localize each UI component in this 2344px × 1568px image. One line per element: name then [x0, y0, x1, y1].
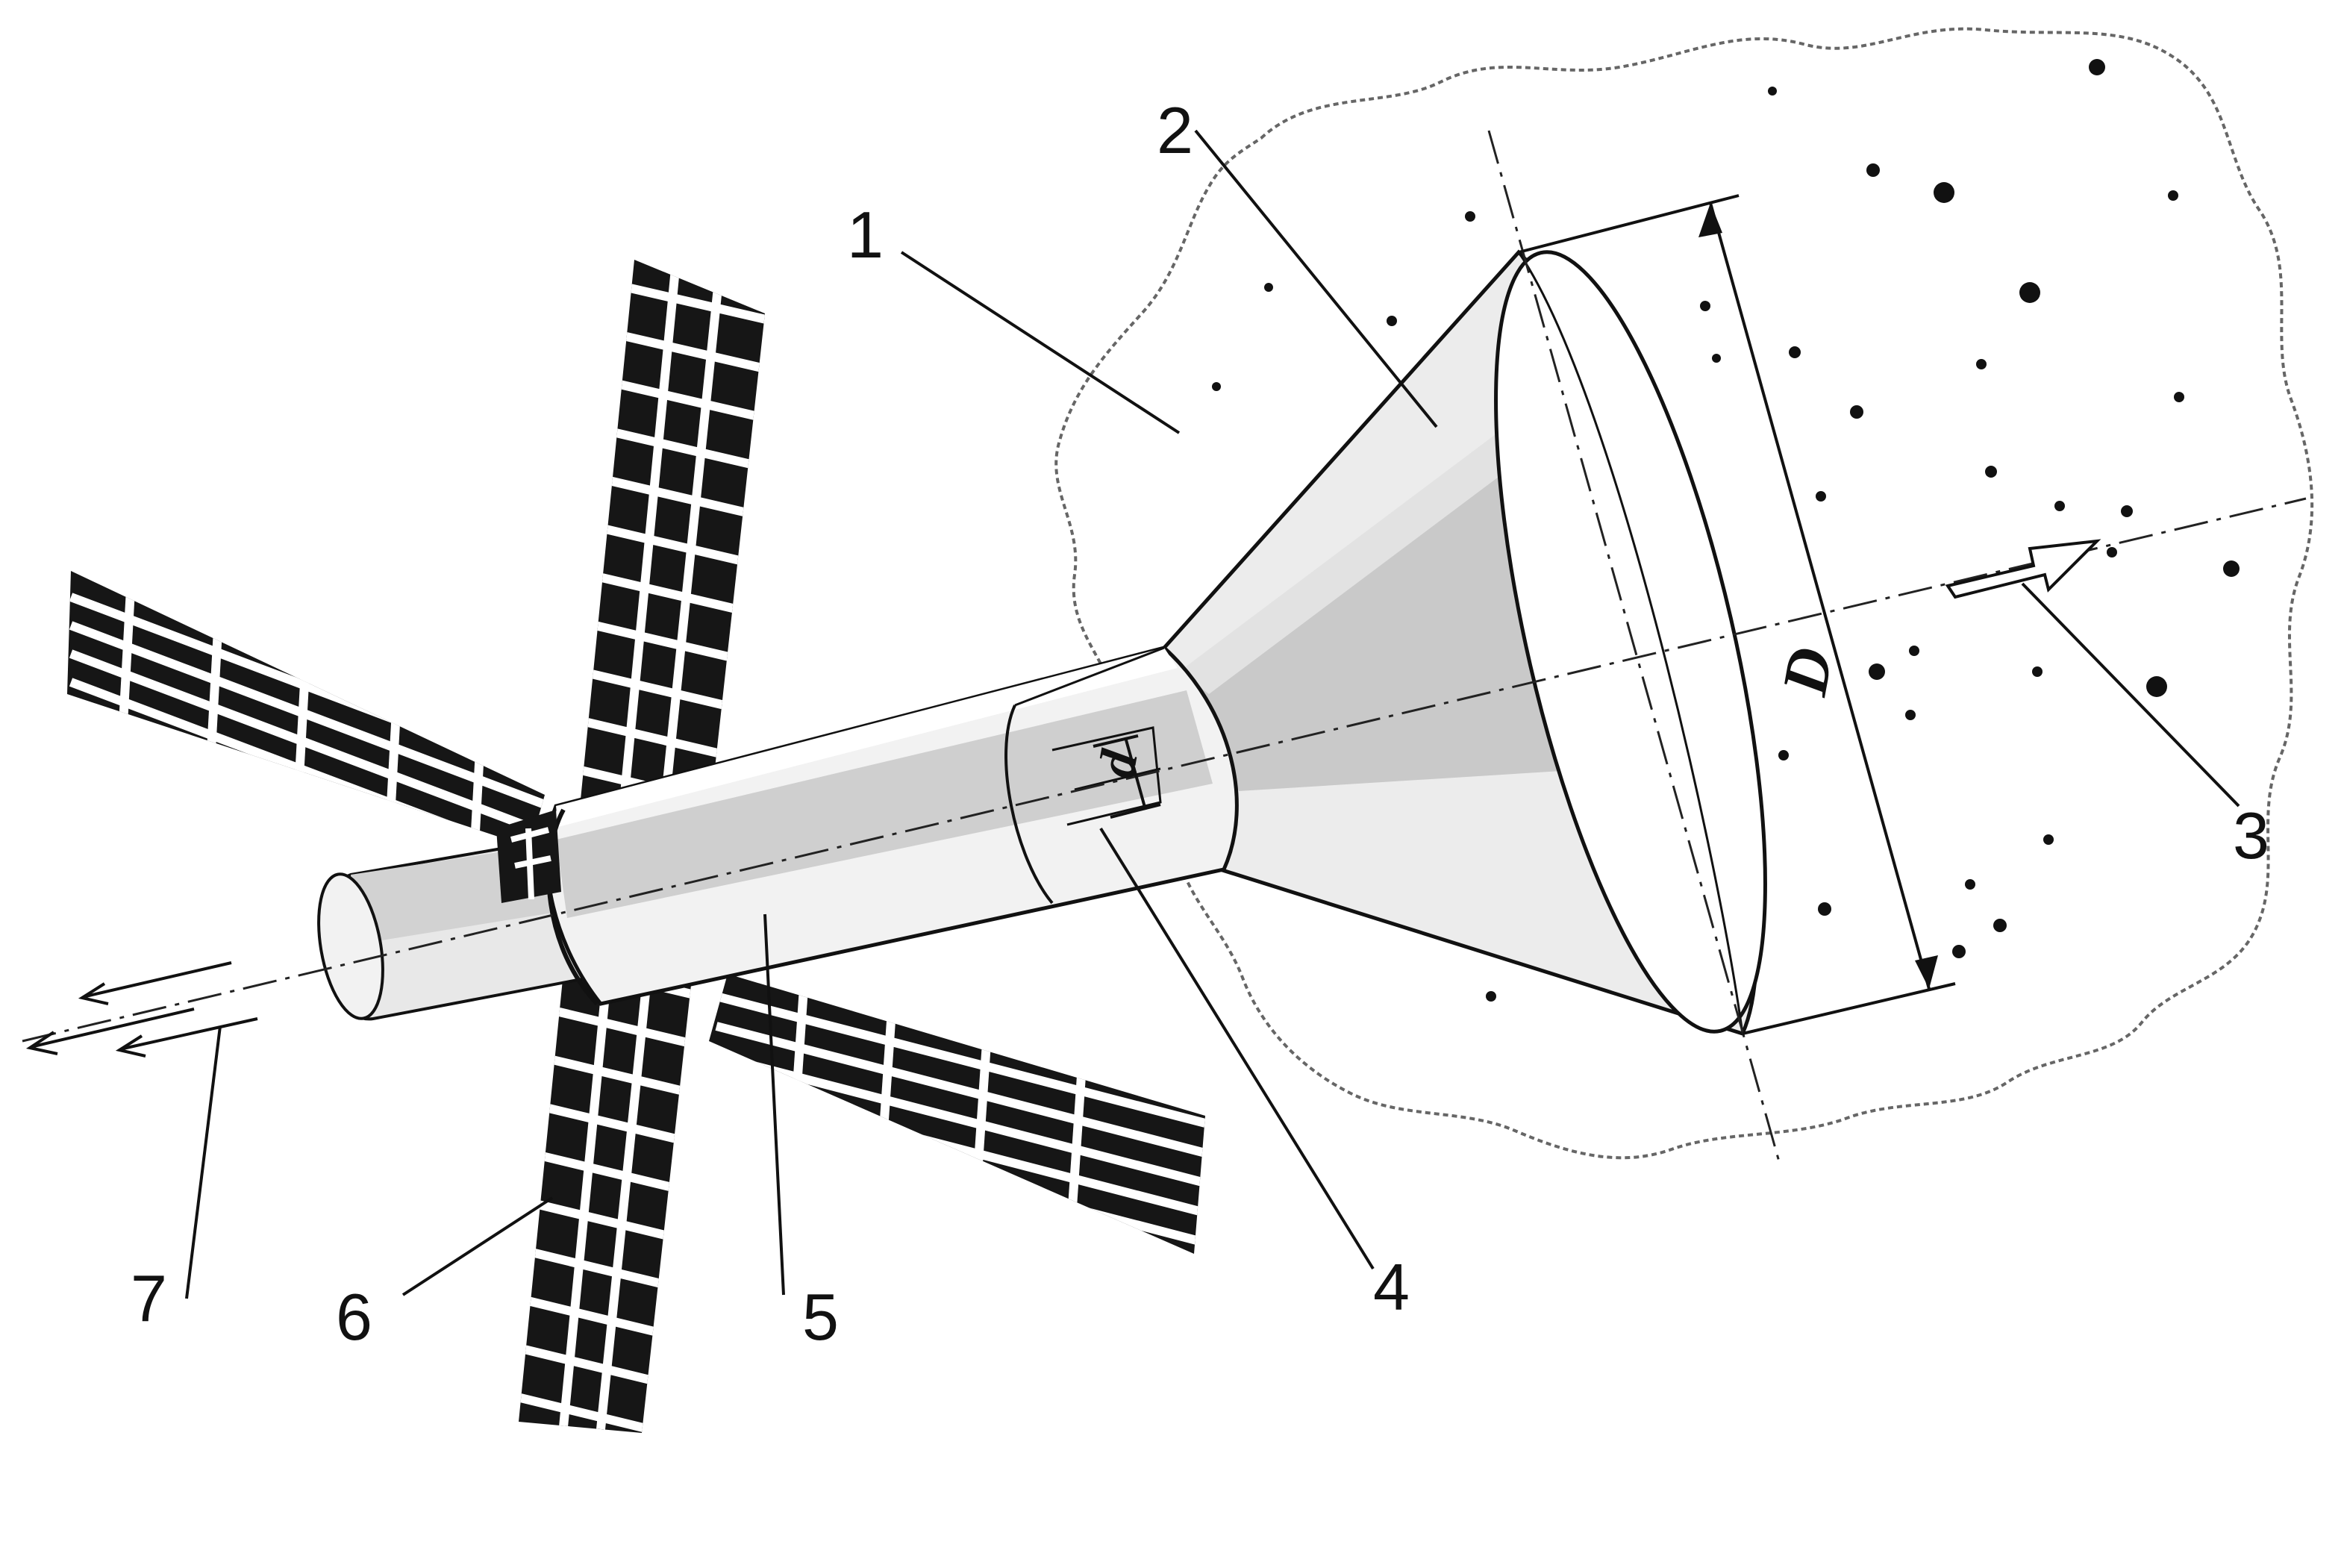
gas-particle	[2019, 282, 2040, 303]
cone-mouth-axis	[1487, 130, 1781, 1165]
exhaust-arrows	[25, 961, 258, 1058]
leader-6	[401, 1196, 554, 1296]
panel-cell-divider	[545, 1054, 688, 1096]
intake-throat	[1051, 726, 1162, 826]
gas-particle	[1869, 663, 1885, 680]
panel-cell-divider	[540, 1102, 683, 1145]
gas-particle	[1952, 945, 1966, 958]
leader-2	[1194, 129, 1438, 428]
leader-5	[763, 913, 785, 1296]
gas-particle	[1850, 405, 1863, 419]
gas-particle	[1866, 163, 1880, 177]
gas-particle	[1818, 902, 1831, 916]
callout-4: 4	[1373, 1250, 1410, 1324]
gas-particle	[2168, 190, 2178, 201]
panel-cell-divider	[620, 331, 765, 374]
panel-cell-divider	[69, 649, 545, 837]
gas-particle	[2107, 547, 2117, 557]
solar-panel-left	[67, 571, 545, 847]
panel-cell-divider	[596, 572, 742, 615]
panel-cell-divider	[590, 620, 737, 663]
callout-1: 1	[847, 198, 884, 272]
panel-cell-divider	[525, 1246, 666, 1290]
gas-particle	[1993, 919, 2007, 932]
gas-particle	[2032, 666, 2043, 677]
callout-6: 6	[336, 1280, 372, 1354]
panel-cell-divider	[520, 1295, 661, 1337]
gas-particle	[1486, 991, 1496, 1002]
panel-cell-divider	[550, 1005, 693, 1049]
gas-particle	[1965, 879, 1975, 890]
callout-5: 5	[802, 1280, 839, 1354]
gas-particle	[1264, 283, 1273, 292]
gas-particle	[1387, 316, 1397, 326]
gas-particle	[1712, 354, 1721, 363]
gas-particle	[1816, 491, 1826, 502]
gas-particle	[2146, 676, 2167, 697]
gas-particle	[1212, 382, 1221, 391]
panel-cell-divider	[600, 523, 747, 566]
incoming-flow-arrow	[1945, 539, 2101, 599]
gas-particle	[1768, 87, 1777, 96]
gas-particle	[2089, 59, 2105, 75]
gas-particles	[1212, 59, 2240, 1002]
panel-cell-divider	[535, 1150, 678, 1193]
leader-4	[1099, 827, 1375, 1270]
intake-cone	[1161, 249, 1767, 1037]
panel-cell-divider	[625, 283, 765, 325]
leader-3	[2021, 582, 2240, 808]
panel-cell-divider	[519, 1343, 656, 1386]
gas-particle	[1976, 359, 1987, 369]
gas-particle	[2121, 505, 2133, 517]
panel-cell-divider	[530, 1198, 672, 1241]
main-body-cylinder	[496, 646, 1239, 1006]
gas-particle	[1905, 710, 1916, 720]
gas-particle	[1789, 346, 1801, 358]
panel-cell-divider	[384, 571, 411, 847]
gas-particle	[1700, 301, 1710, 311]
gas-particle	[2174, 392, 2184, 402]
panel-cell-divider	[69, 621, 545, 809]
flow-axis	[22, 497, 2307, 1043]
panel-cell-divider	[580, 716, 725, 759]
leader-lines	[185, 129, 2240, 1299]
callout-numbers: 1 2 3 4 5 6 7	[131, 93, 2269, 1354]
gas-particle	[2223, 560, 2240, 577]
callout-2: 2	[1157, 93, 1193, 167]
panel-cell-divider	[610, 427, 757, 470]
callout-7: 7	[131, 1261, 167, 1335]
gas-particle	[1778, 750, 1789, 760]
panel-cell-divider	[519, 1391, 651, 1433]
panel-cell-divider	[616, 379, 763, 422]
gas-particle	[1909, 646, 1919, 656]
gas-particle	[2054, 501, 2065, 511]
panel-cell-divider	[585, 668, 731, 711]
callout-3: 3	[2233, 799, 2269, 872]
gas-particle	[1934, 182, 1954, 203]
leader-7	[185, 1025, 222, 1299]
gas-particle	[1465, 211, 1475, 222]
gas-particle	[1985, 466, 1997, 478]
solar-panel-right	[709, 974, 1205, 1254]
leader-1	[900, 251, 1181, 434]
gas-particle	[2043, 834, 2054, 845]
panel-cell-divider	[605, 475, 752, 519]
